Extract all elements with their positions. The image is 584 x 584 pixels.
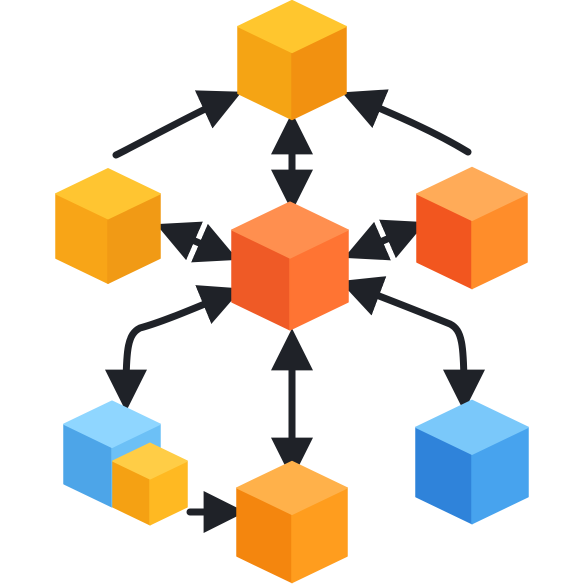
arrow-left-to-top [112, 90, 242, 159]
arrow-left-to-center [156, 221, 238, 263]
cube-right [416, 166, 528, 290]
edges-layer [105, 89, 485, 533]
cube-left-top-face [55, 168, 161, 220]
arrow-right-to-top [341, 89, 472, 156]
cube-right-top-face [416, 166, 528, 222]
cube-bottom-center-top-face [236, 460, 348, 516]
cube-bottom-left-front-top-face [112, 442, 188, 480]
nodes-layer [55, 0, 529, 584]
arrow-center-to-bottom-left-back [105, 285, 243, 412]
cube-center [231, 201, 349, 331]
arrow-center-to-bottom-right [339, 276, 485, 412]
cube-center-top-face [231, 201, 349, 259]
cube-bottom-left-back-top-face [63, 400, 161, 449]
cube-bottom-left-front [112, 442, 188, 526]
arrow-right-to-center [344, 219, 426, 261]
cube-left [55, 168, 161, 284]
cube-bottom-right [415, 399, 529, 525]
cube-bottom-right-top-face [415, 399, 529, 455]
cube-top [237, 0, 347, 121]
cube-top-top-face [237, 0, 347, 54]
cube-bottom-center [236, 460, 348, 584]
